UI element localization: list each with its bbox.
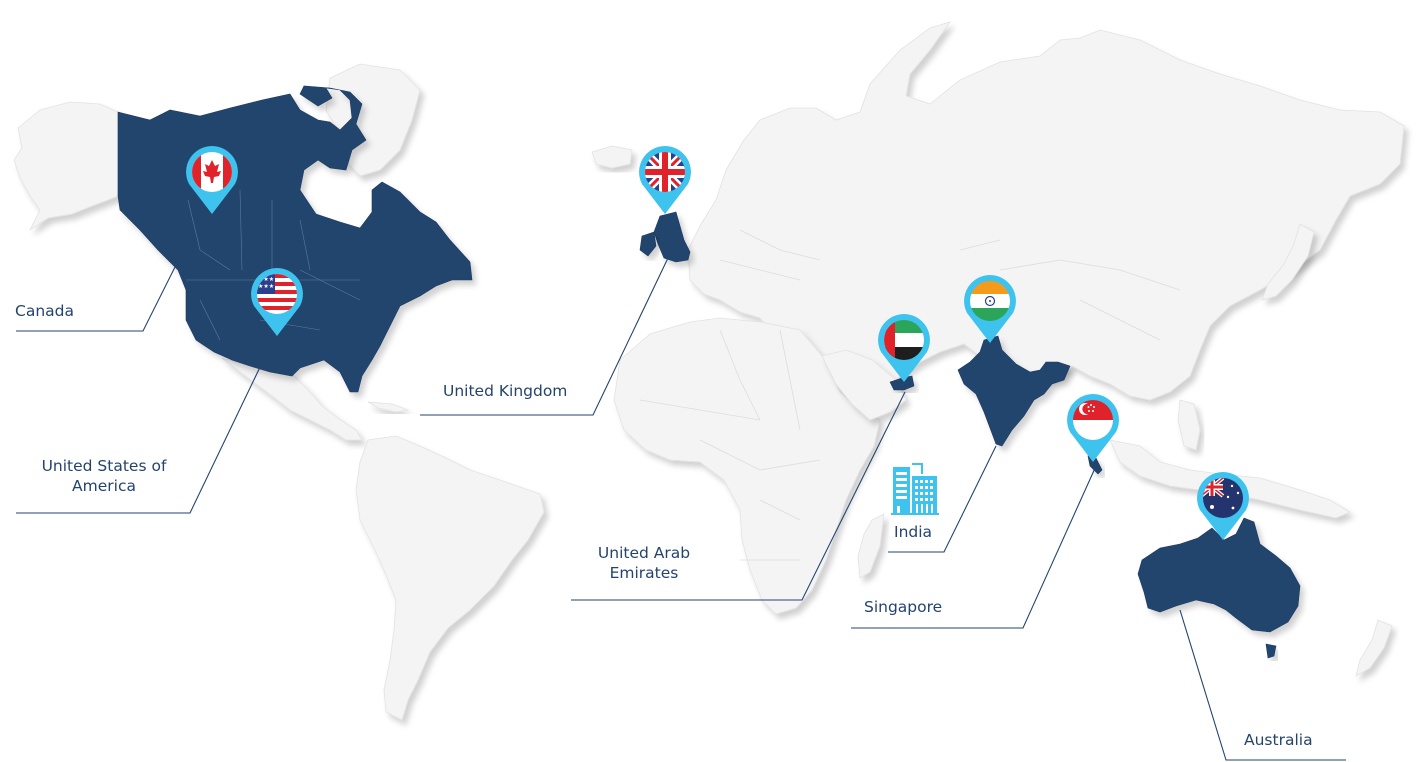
alaska-landmass [13,101,119,232]
svg-text:★★★: ★★★ [258,276,274,283]
south-america-landmass [355,435,545,721]
singapore-pin[interactable] [1067,394,1119,462]
madagascar-landmass [857,513,885,579]
office-building-icon [891,463,939,515]
australia-pin[interactable] [1197,472,1249,540]
label-uk[interactable]: United Kingdom [443,382,568,400]
label-uae[interactable]: United Arab Emirates [580,543,708,583]
uk-leader-line [420,257,669,416]
africa-landmass [613,317,881,615]
uae-pin[interactable] [878,314,930,382]
new-zealand-landmass [1355,619,1393,677]
india-pin[interactable] [964,275,1016,343]
svg-text:★★★: ★★★ [258,283,274,290]
label-uae-line1: United Arab [597,544,691,562]
tasmania-highlight [1265,643,1277,659]
leader-lines [16,257,1346,761]
usa-pin[interactable]: ★★★ ★★★ [251,268,303,336]
label-singapore[interactable]: Singapore [864,598,943,616]
australia-flag-icon [1203,478,1243,518]
north-america-highlight [117,85,473,393]
usa-flag-icon: ★★★ ★★★ [257,274,297,314]
india-leader-line [888,445,997,553]
uae-flag-icon [884,320,924,360]
label-australia[interactable]: Australia [1244,731,1313,749]
canada-leader-line [16,260,179,332]
india-highlight [957,335,1071,447]
australia-highlight [1137,517,1301,633]
singapore-flag-icon [1073,400,1113,440]
singapore-leader-line [851,465,1097,629]
label-india[interactable]: India [894,523,933,541]
philippines-landmass [1177,399,1201,451]
canada-pin[interactable] [186,146,238,214]
uk-pin[interactable] [639,146,691,214]
label-usa-line1: United States of [41,457,167,475]
usa-leader-line [16,362,263,514]
ireland-highlight [639,231,657,257]
caribbean-landmass [367,401,410,413]
japan-landmass [1261,223,1315,301]
label-canada[interactable]: Canada [15,302,74,320]
canada-flag-icon [192,152,232,192]
india-flag-icon [970,281,1010,321]
landmass-layer [13,21,1405,721]
label-usa[interactable]: United States of America [28,456,180,496]
uk-highlight [653,211,691,263]
australia-leader-line [1179,609,1346,761]
label-uae-line2: Emirates [609,564,679,582]
uae-leader-line [571,391,906,601]
iceland-landmass [591,145,633,169]
label-usa-line2: America [72,477,136,495]
